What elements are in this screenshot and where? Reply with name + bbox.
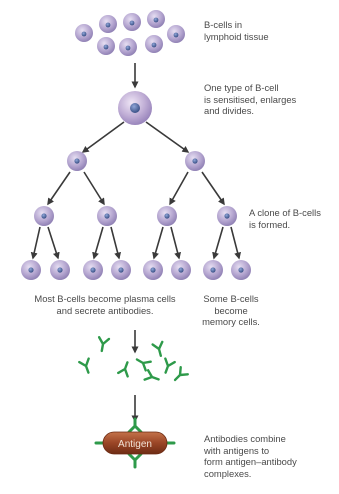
label-line: is formed. [249, 218, 291, 230]
label-sensitised: One type of B-cell is sensitised, enlarg… [204, 82, 296, 117]
antibody [97, 336, 111, 353]
arrow [170, 226, 182, 260]
arrow [81, 121, 125, 153]
b-cell [97, 37, 115, 55]
b-cell [157, 206, 177, 226]
label-line: and divides. [204, 105, 255, 116]
plasma-cell [50, 260, 70, 280]
label-line: complexes. [204, 467, 252, 479]
label-b-cells-lymphoid-tissue: B-cells in lymphoid tissue [204, 19, 269, 42]
label-line: become [214, 304, 248, 316]
label-memory-cells: Some B-cells become memory cells. [196, 293, 266, 328]
label-line: form antigen–antibody [204, 456, 297, 467]
antibody [173, 366, 189, 382]
antigen-antibody-complex: Antigen [94, 417, 176, 469]
memory-cell [231, 260, 251, 280]
plasma-cell [83, 260, 103, 280]
b-cell [123, 13, 141, 31]
sensitised-b-cell [118, 91, 152, 125]
b-cell [75, 24, 93, 42]
arrow [230, 226, 242, 260]
label-plasma-cells: Most B-cells become plasma cells and sec… [16, 293, 194, 316]
label-line: with antigens to [204, 444, 270, 456]
b-cell [99, 15, 117, 33]
antibody [164, 357, 176, 374]
arrow [92, 226, 104, 260]
memory-cell [203, 260, 223, 280]
b-cell [97, 206, 117, 226]
label-line: Antibodies combine [204, 433, 286, 444]
antibody [151, 340, 164, 357]
b-cell [119, 38, 137, 56]
antibody [135, 358, 152, 372]
label-line: A clone of B-cells [249, 207, 321, 218]
label-line: One type of B-cell [204, 82, 279, 93]
b-cell [34, 206, 54, 226]
arrow [83, 171, 105, 206]
arrow [47, 171, 71, 206]
lymphoid-cell-cluster [75, 10, 185, 56]
b-cell [145, 35, 163, 53]
label-antigen-antibody-complexes: Antibodies combine with antigens to form… [204, 433, 297, 479]
label-line: memory cells. [202, 316, 260, 327]
plasma-cell [171, 260, 191, 280]
arrow [47, 226, 60, 260]
label-line: Some B-cells [203, 293, 259, 304]
antigen-label: Antigen [118, 439, 152, 450]
label-line: lymphoid tissue [204, 30, 269, 42]
b-cell [167, 25, 185, 43]
arrow [201, 171, 225, 206]
arrow [110, 226, 122, 260]
label-line: and secrete antibodies. [56, 304, 154, 316]
antibody [143, 369, 160, 381]
label-line: B-cells in [204, 19, 243, 30]
arrow [30, 226, 41, 260]
antigen-particle [102, 431, 168, 455]
antibody [78, 357, 90, 374]
b-cell [147, 10, 165, 28]
arrow [212, 226, 224, 260]
label-line: Most B-cells become plasma cells [34, 293, 176, 304]
label-line: is sensitised, enlarges [204, 93, 297, 105]
plasma-cell [21, 260, 41, 280]
antibodies [78, 336, 189, 382]
b-cell [185, 151, 205, 171]
plasma-cell [111, 260, 131, 280]
arrow [145, 121, 190, 153]
b-cell [67, 151, 87, 171]
b-cell [217, 206, 237, 226]
arrow [169, 171, 189, 206]
antibody [117, 361, 129, 378]
plasma-cell [143, 260, 163, 280]
arrow [152, 226, 164, 260]
label-clone-formed: A clone of B-cells is formed. [249, 207, 321, 230]
